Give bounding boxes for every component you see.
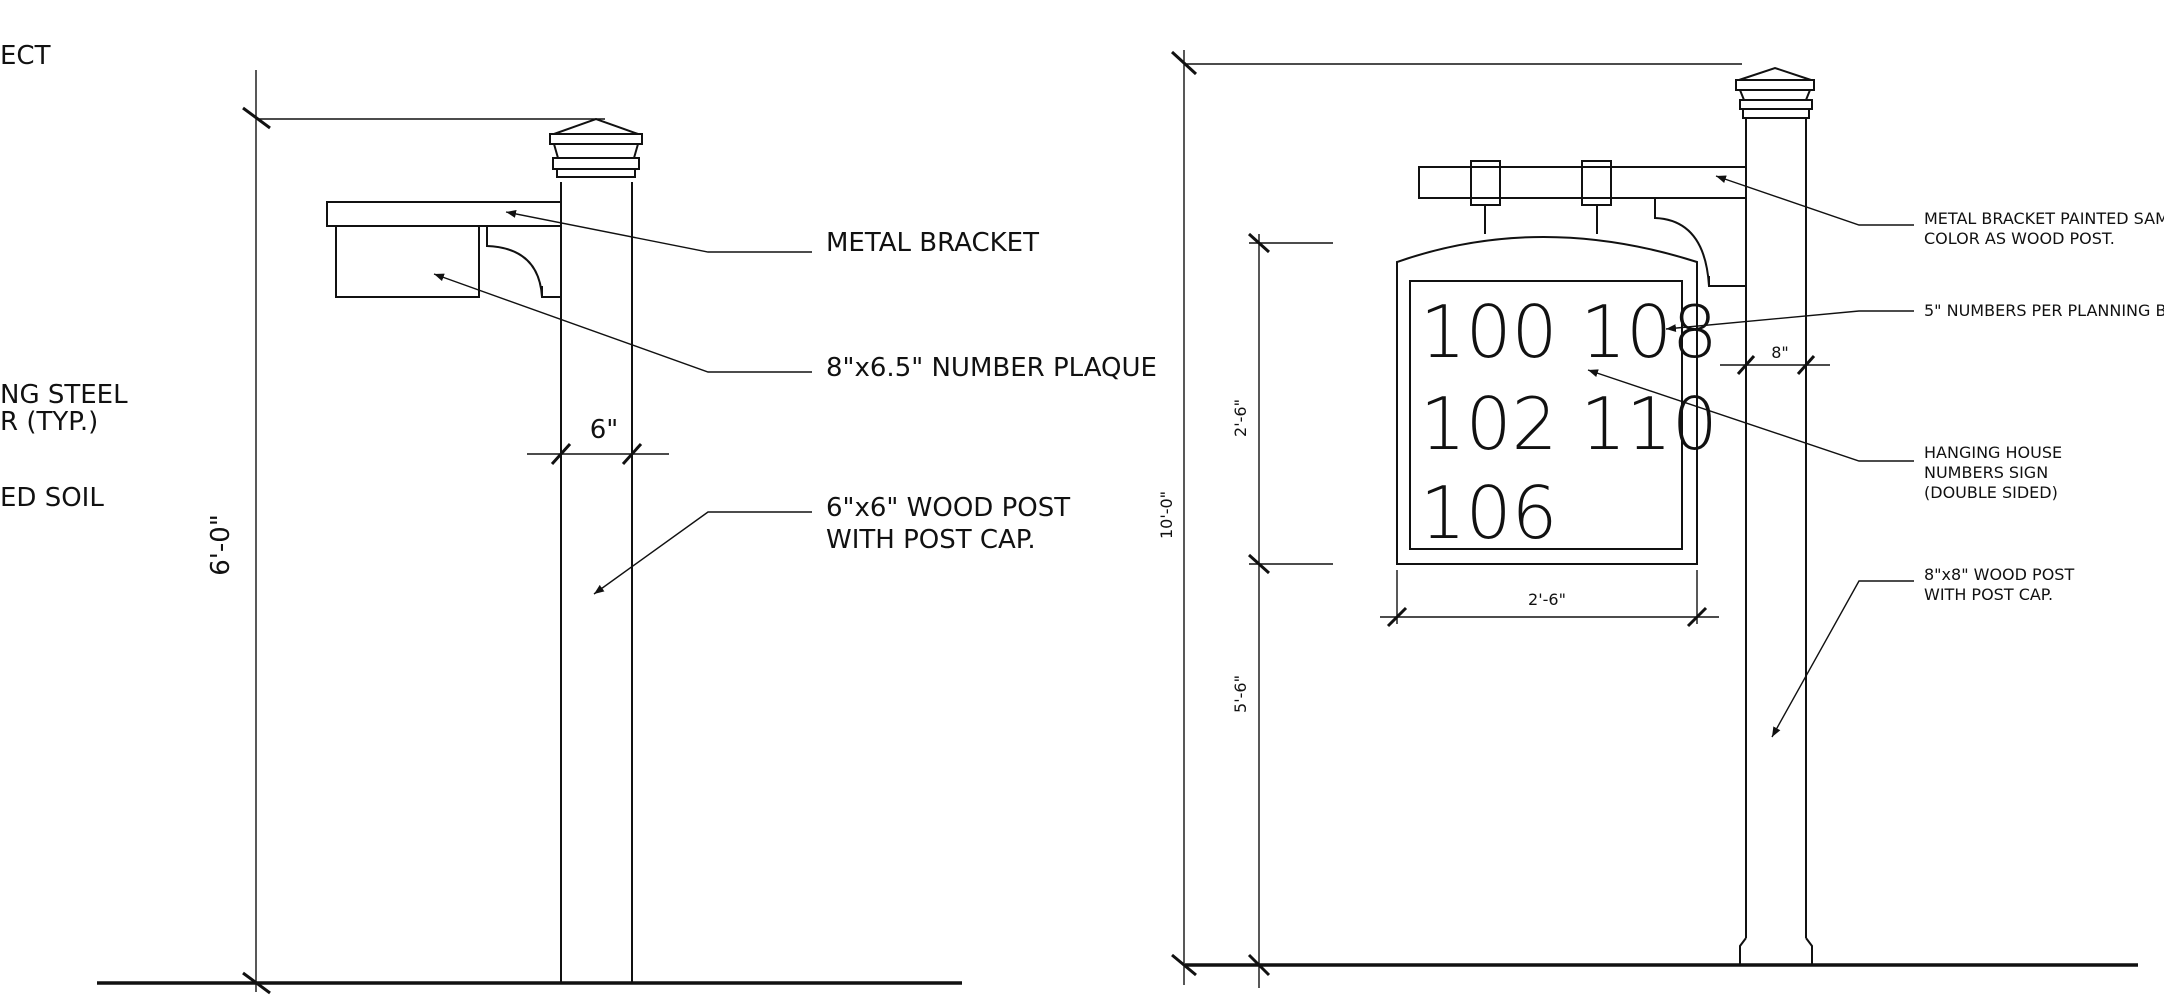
right-base-height-label: 5'-6" [1231,675,1250,713]
left-note-1: ECT [0,41,51,71]
right-elevation: 10'-0" 2'-6" 5'-6" [1157,50,2164,988]
right-callout-sign-2: NUMBERS SIGN [1924,463,2048,482]
right-post-width-label: 8" [1771,343,1789,362]
left-note-3: R (TYP.) [0,407,98,437]
right-sign-width-label: 2'-6" [1528,590,1566,609]
sign-number-row-3: 106 [1420,471,1557,555]
left-callout-post-1: 6"x6" WOOD POST [826,493,1070,523]
right-wood-post [1735,66,1815,966]
right-sign-dimensions: 2'-6" 5'-6" [1231,232,1333,988]
right-sign-height-label: 2'-6" [1231,399,1250,437]
sign-number-row-1: 100 108 [1420,290,1718,374]
right-hanging-sign: 100 108 102 110 106 [1396,236,1718,565]
right-height-dimension: 10'-0" [1157,50,1742,985]
left-height-label: 6'-0" [206,514,236,576]
right-metal-bracket [1418,160,1747,287]
left-post-width-label: 6" [590,415,619,445]
left-callouts: METAL BRACKET 8"x6.5" NUMBER PLAQUE 6"x6… [433,210,1157,595]
left-callout-plaque: 8"x6.5" NUMBER PLAQUE [826,353,1157,383]
right-sign-width-dimension: 2'-6" [1380,570,1719,628]
left-wood-post [549,117,643,983]
right-callout-sign-3: (DOUBLE SIDED) [1924,483,2058,502]
right-post-width-dimension: 8" [1720,343,1830,375]
right-callouts: METAL BRACKET PAINTED SAME COLOR AS WOOD… [1587,175,2164,738]
left-post-width-dimension: 6" [527,415,669,466]
right-callout-bracket-1: METAL BRACKET PAINTED SAME [1924,209,2164,228]
right-callout-sign-1: HANGING HOUSE [1924,443,2062,462]
left-callout-bracket: METAL BRACKET [826,228,1039,258]
left-height-dimension: 6'-0" [206,70,605,995]
left-note-4: ED SOIL [0,483,104,513]
right-callout-bracket-2: COLOR AS WOOD POST. [1924,229,2115,248]
right-height-label: 10'-0" [1157,491,1176,539]
left-note-2: NG STEEL [0,380,128,410]
right-callout-numbers: 5" NUMBERS PER PLANNING BOA [1924,301,2164,320]
left-callout-post-2: WITH POST CAP. [826,525,1036,555]
left-elevation: ECT NG STEEL R (TYP.) ED SOIL 6'-0" [0,41,1157,995]
right-callout-post-2: WITH POST CAP. [1924,585,2053,604]
sign-number-row-2: 102 110 [1420,382,1718,466]
left-bracket-and-plaque [326,201,562,298]
right-callout-post-1: 8"x8" WOOD POST [1924,565,2074,584]
